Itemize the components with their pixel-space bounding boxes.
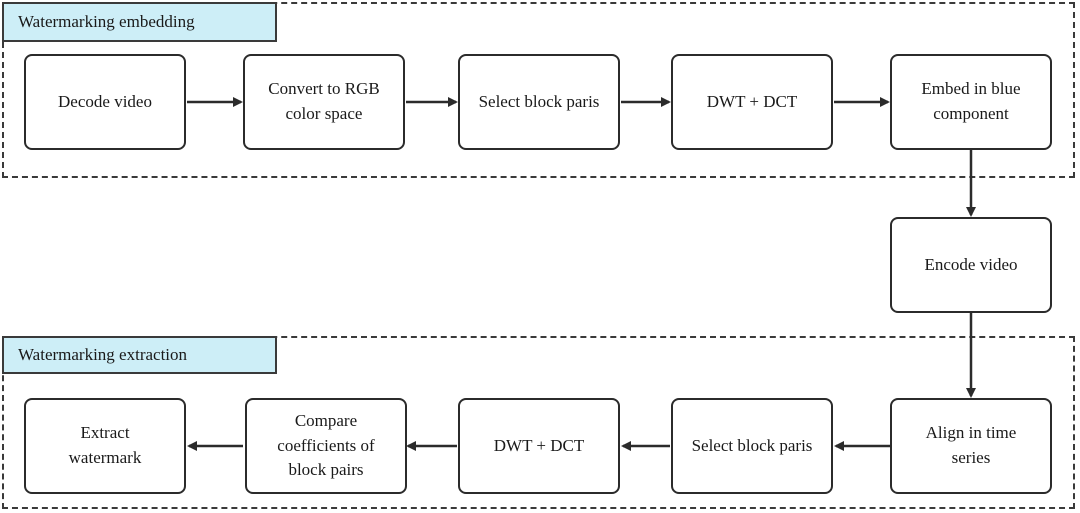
decode-video-node: Decode video [24,54,186,150]
dwt-dct-extract-node: DWT + DCT [458,398,620,494]
select-block-pairs-extract-node: Select block paris [671,398,833,494]
convert-rgb-node: Convert to RGB color space [243,54,405,150]
align-time-node: Align in time series [890,398,1052,494]
select-block-pairs-embed-node: Select block paris [458,54,620,150]
extraction-group-label: Watermarking extraction [2,336,277,374]
extraction-group [2,336,1075,509]
extract-watermark-node: Extract watermark [24,398,186,494]
dwt-dct-embed-node: DWT + DCT [671,54,833,150]
embedding-group-label: Watermarking embedding [2,2,277,42]
embed-blue-node: Embed in blue component [890,54,1052,150]
embedding-group [2,2,1075,178]
encode-video-node: Encode video [890,217,1052,313]
compare-coefficients-node: Compare coefficients of block pairs [245,398,407,494]
